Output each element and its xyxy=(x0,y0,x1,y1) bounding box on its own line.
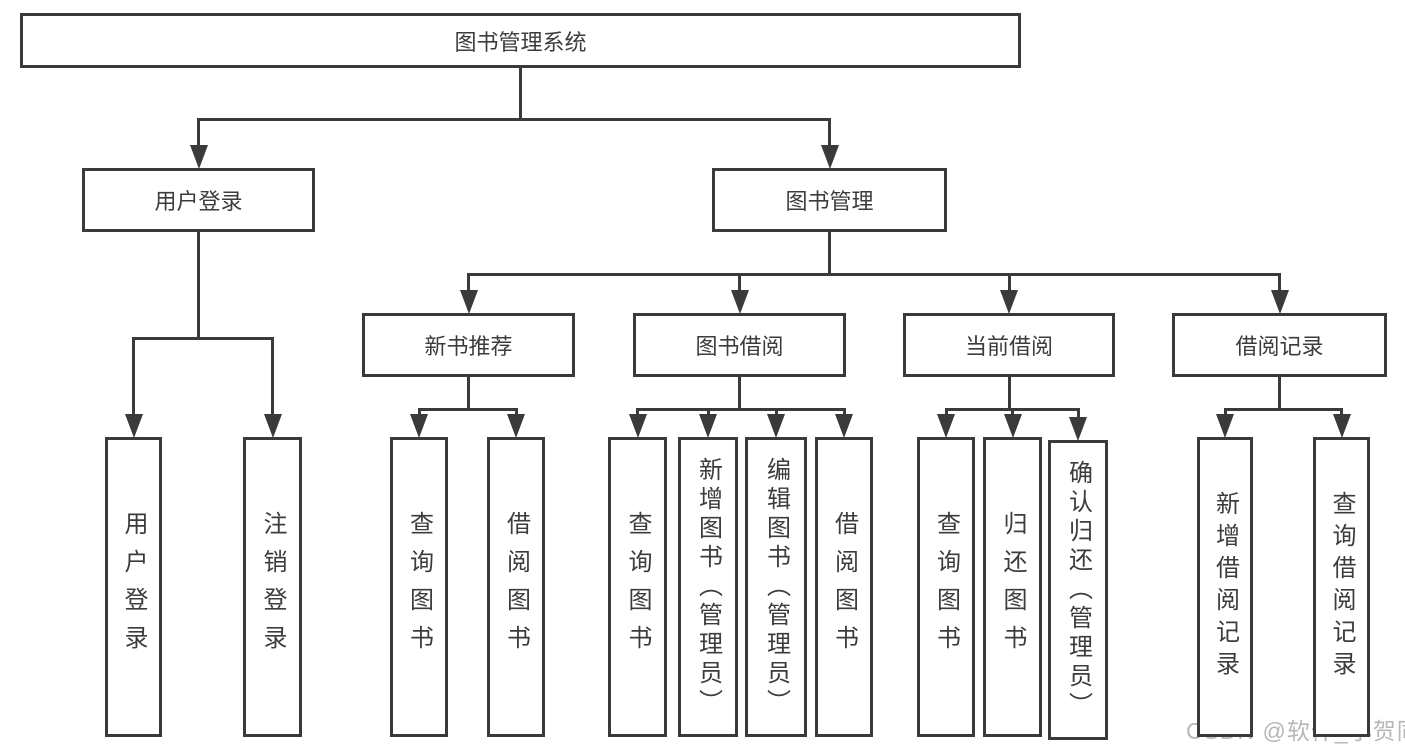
node-label-current-query-books: 查询图书 xyxy=(932,511,960,663)
node-records-add-borrow-record: 新增借阅记录 xyxy=(1197,437,1253,737)
node-borrow-query-books: 查询图书 xyxy=(608,437,667,737)
connector-drop-borrow-add-books-admin xyxy=(706,408,710,417)
connector-drop-current-confirm-return-admin xyxy=(1076,408,1080,420)
node-label-recommend-borrow-books: 借阅图书 xyxy=(502,511,530,663)
connector-bus-user-login xyxy=(132,337,274,340)
arrowhead-into-book-management xyxy=(820,145,839,169)
connector-drop-current-return-books xyxy=(1011,408,1014,417)
node-label-library-system: 图书管理系统 xyxy=(454,29,587,55)
connector-drop-recommend-query-books xyxy=(417,408,421,417)
arrowhead-into-borrow-records xyxy=(1270,290,1289,314)
arrowhead-into-records-query-borrow-record xyxy=(1332,414,1351,438)
connector-drop-book-borrow xyxy=(738,273,741,293)
node-login: 用户登录 xyxy=(105,437,162,737)
node-label-login: 用户登录 xyxy=(120,511,147,663)
connector-stem-new-book-recommend xyxy=(467,377,470,411)
connector-drop-recommend-borrow-books xyxy=(514,408,518,417)
node-book-borrow: 图书借阅 xyxy=(633,313,846,377)
node-label-borrow-edit-books-admin: 编辑图书（管理员） xyxy=(762,456,790,718)
arrowhead-into-borrow-query-books xyxy=(628,414,647,438)
node-label-borrow-add-books-admin: 新增图书（管理员） xyxy=(694,456,722,718)
connector-drop-records-query-borrow-record xyxy=(1340,408,1343,417)
node-current-confirm-return-admin: 确认归还（管理员） xyxy=(1048,440,1108,740)
node-borrow-records: 借阅记录 xyxy=(1172,313,1387,377)
arrowhead-into-current-borrow xyxy=(1000,290,1018,314)
connector-stem-current-borrow xyxy=(1007,377,1011,411)
arrowhead-into-new-book-recommend xyxy=(459,290,478,314)
arrowhead-into-current-query-books xyxy=(937,414,955,438)
connector-bus-book-borrow xyxy=(636,408,846,411)
connector-drop-login xyxy=(132,337,135,417)
connector-drop-new-book-recommend xyxy=(467,273,470,293)
connector-stem-book-borrow xyxy=(738,377,741,411)
node-label-borrow-records: 借阅记录 xyxy=(1235,334,1324,359)
node-new-book-recommend: 新书推荐 xyxy=(362,313,575,377)
connector-stem-borrow-records xyxy=(1278,377,1281,411)
node-label-recommend-query-books: 查询图书 xyxy=(405,511,433,663)
arrowhead-into-recommend-query-books xyxy=(410,414,428,438)
connector-drop-current-borrow xyxy=(1007,273,1011,293)
arrowhead-into-records-add-borrow-record xyxy=(1216,414,1234,438)
node-library-system: 图书管理系统 xyxy=(20,13,1021,68)
arrowhead-into-book-borrow xyxy=(730,290,749,314)
node-current-return-books: 归还图书 xyxy=(983,437,1042,737)
connector-bus-library-system xyxy=(197,118,831,121)
node-label-book-borrow: 图书借阅 xyxy=(695,334,784,359)
node-label-current-confirm-return-admin: 确认归还（管理员） xyxy=(1064,459,1092,721)
node-user-login: 用户登录 xyxy=(82,168,315,232)
connector-drop-borrow-records xyxy=(1278,273,1281,293)
connector-stem-library-system xyxy=(519,68,522,121)
arrowhead-into-borrow-add-books-admin xyxy=(699,414,717,438)
node-label-user-login: 用户登录 xyxy=(154,189,243,214)
node-book-management: 图书管理 xyxy=(712,168,947,232)
node-label-new-book-recommend: 新书推荐 xyxy=(424,334,513,359)
node-records-query-borrow-record: 查询借阅记录 xyxy=(1313,437,1370,737)
connector-stem-user-login xyxy=(197,232,200,340)
connector-drop-borrow-query-books xyxy=(636,408,639,417)
node-label-borrow-borrow-books: 借阅图书 xyxy=(830,511,858,663)
node-label-records-add-borrow-record: 新增借阅记录 xyxy=(1211,491,1239,683)
arrowhead-into-user-login xyxy=(189,145,208,169)
arrowhead-into-borrow-edit-books-admin xyxy=(767,414,785,438)
connector-drop-current-query-books xyxy=(944,408,948,417)
node-borrow-add-books-admin: 新增图书（管理员） xyxy=(678,437,738,737)
arrowhead-into-borrow-borrow-books xyxy=(835,414,853,438)
connector-drop-records-add-borrow-record xyxy=(1223,408,1227,417)
node-label-logout: 注销登录 xyxy=(259,511,286,663)
node-current-borrow: 当前借阅 xyxy=(903,313,1115,377)
connector-bus-new-book-recommend xyxy=(417,408,518,411)
node-label-book-management: 图书管理 xyxy=(785,189,874,214)
arrowhead-into-login xyxy=(124,414,143,438)
arrowhead-into-logout xyxy=(263,414,282,438)
arrowhead-into-current-return-books xyxy=(1003,414,1022,438)
node-recommend-borrow-books: 借阅图书 xyxy=(487,437,545,737)
connector-drop-borrow-edit-books-admin xyxy=(774,408,778,417)
connector-drop-borrow-borrow-books xyxy=(842,408,846,417)
node-label-borrow-query-books: 查询图书 xyxy=(624,511,651,663)
node-borrow-borrow-books: 借阅图书 xyxy=(815,437,873,737)
node-label-records-query-borrow-record: 查询借阅记录 xyxy=(1328,491,1355,683)
connector-bus-borrow-records xyxy=(1223,408,1343,411)
node-borrow-edit-books-admin: 编辑图书（管理员） xyxy=(745,437,807,737)
arrowhead-into-recommend-borrow-books xyxy=(507,414,525,438)
arrowhead-into-current-confirm-return-admin xyxy=(1069,417,1087,441)
node-label-current-return-books: 归还图书 xyxy=(999,511,1026,663)
connector-drop-book-management xyxy=(828,118,831,148)
node-current-query-books: 查询图书 xyxy=(917,437,975,737)
connector-bus-book-management xyxy=(467,273,1281,276)
connector-drop-user-login xyxy=(197,118,200,148)
node-recommend-query-books: 查询图书 xyxy=(390,437,448,737)
node-label-current-borrow: 当前借阅 xyxy=(964,334,1053,359)
node-logout: 注销登录 xyxy=(243,437,302,737)
connector-drop-logout xyxy=(271,337,274,417)
connector-stem-book-management xyxy=(828,232,831,276)
